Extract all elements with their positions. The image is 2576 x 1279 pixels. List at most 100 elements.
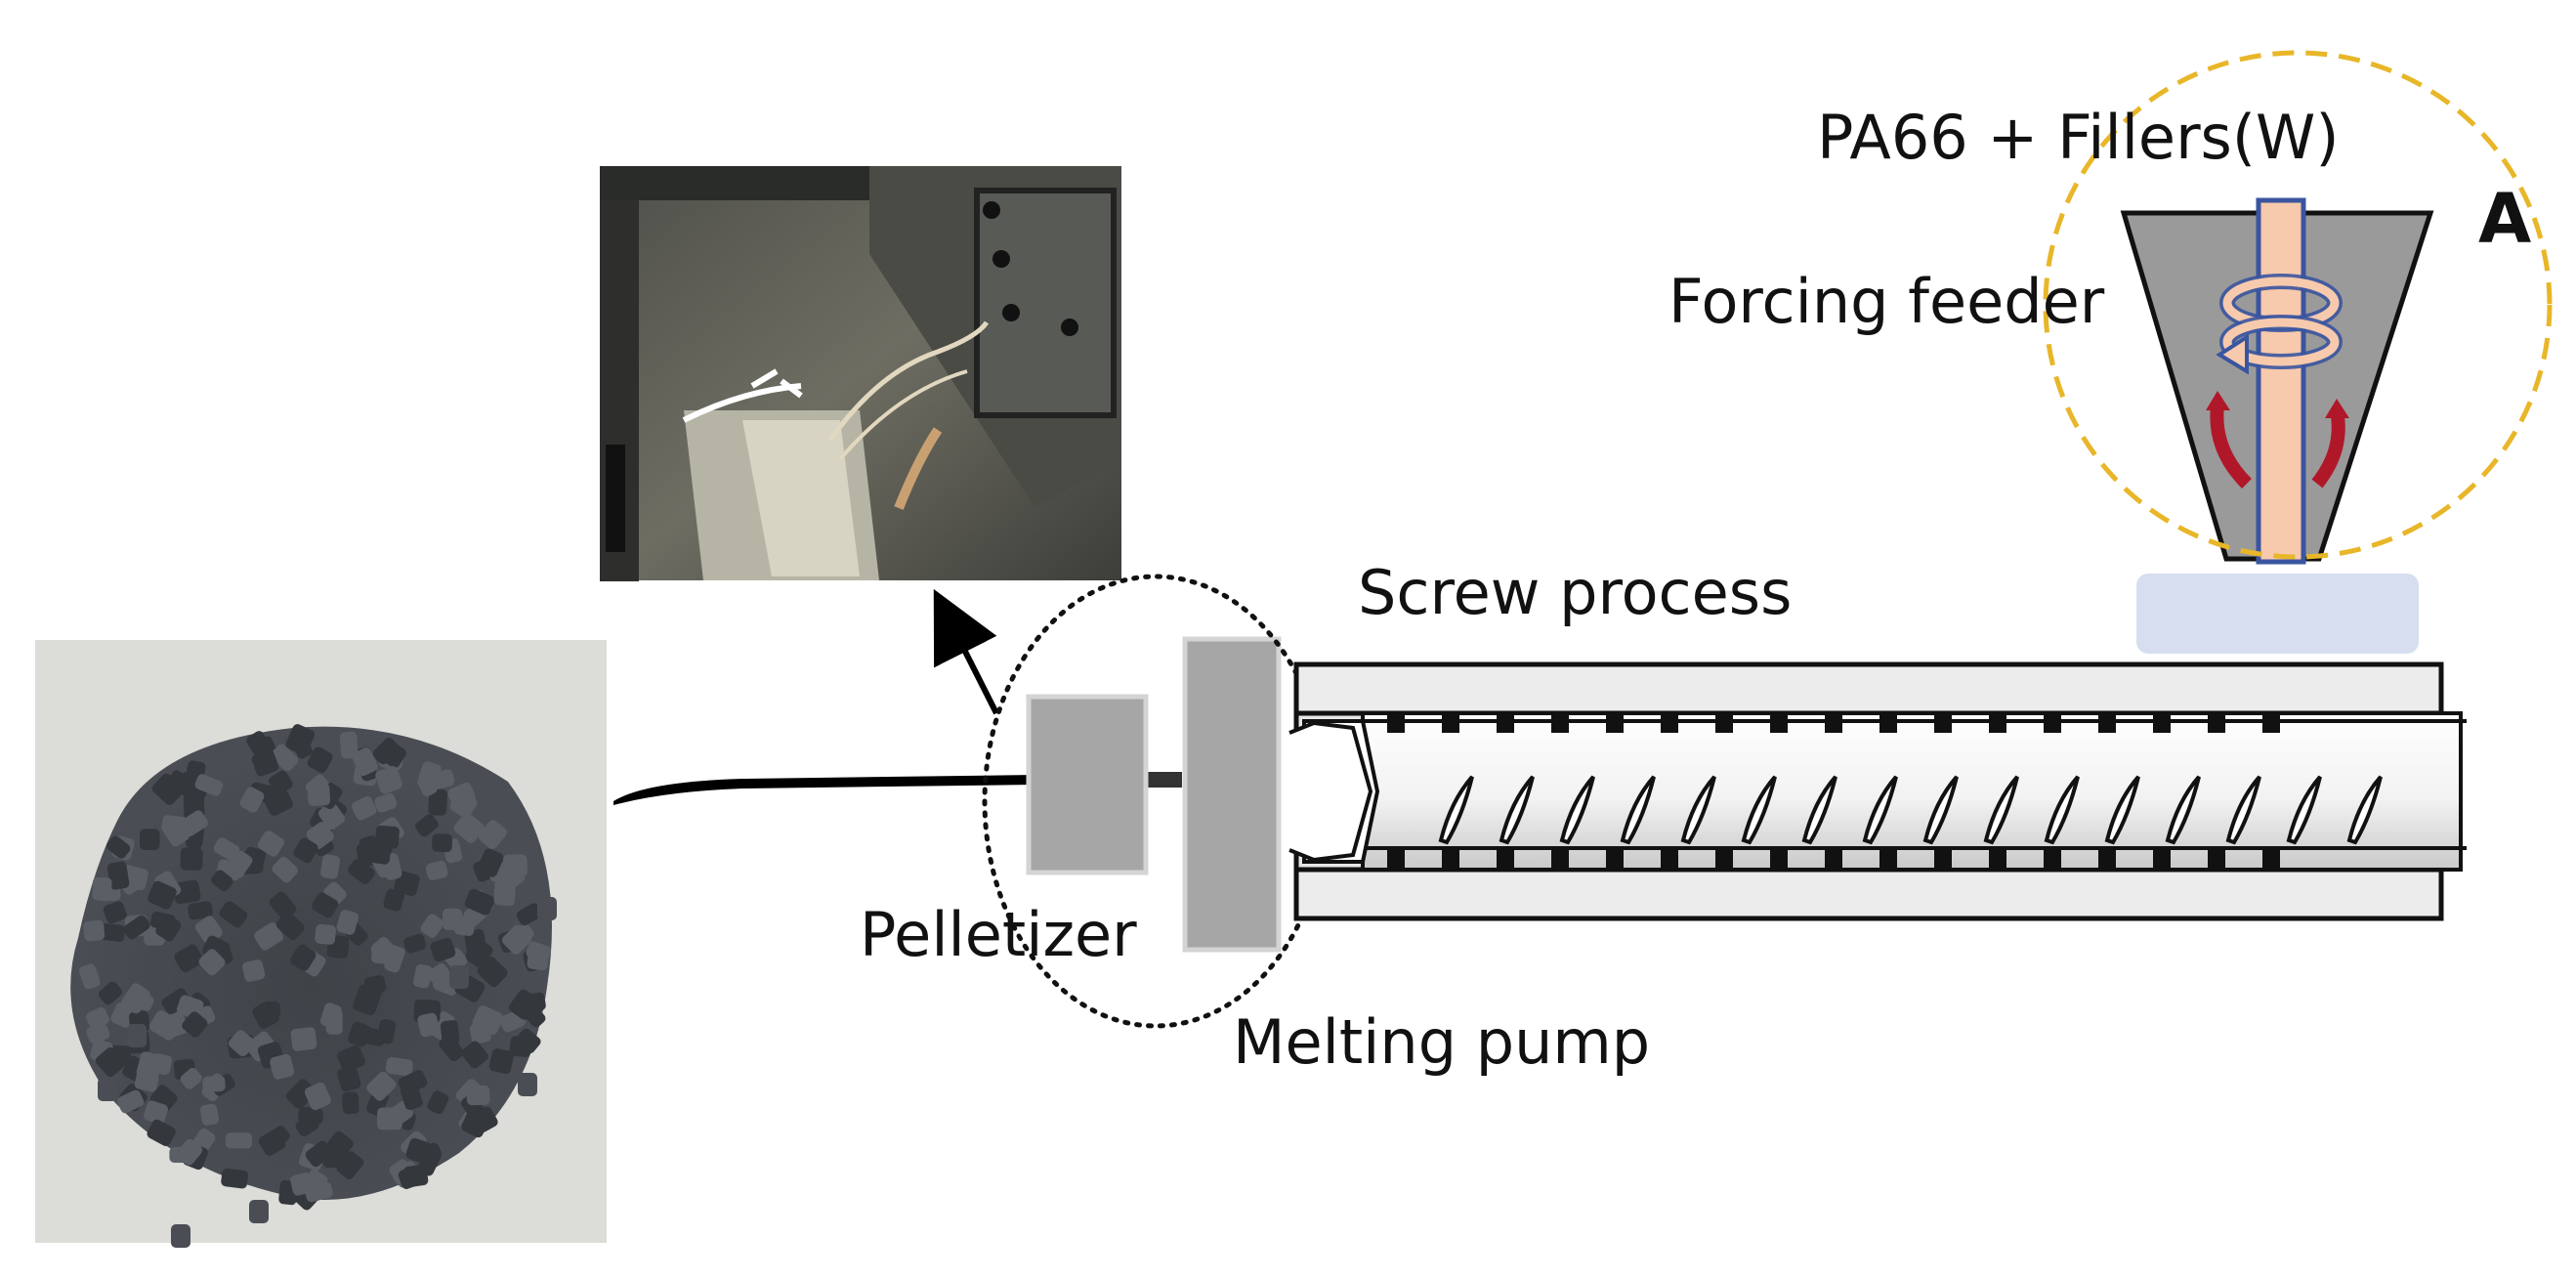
pellet [375, 825, 400, 849]
screw-flight [1620, 775, 1656, 845]
screw-flight [2346, 775, 2383, 845]
barrel-tooth [2153, 848, 2171, 870]
photo-pointer-arrow [933, 588, 999, 715]
feeder-detail-circle [2043, 50, 2553, 560]
pellet [103, 901, 127, 924]
pellet [151, 773, 185, 806]
pellet [398, 1070, 428, 1095]
pellet [428, 789, 448, 816]
barrel-tooth [2262, 848, 2280, 870]
melting-pump-label: Melting pump [1233, 1006, 1650, 1078]
barrel-tooth [1551, 848, 1569, 870]
material-label: PA66 + Fillers(W) [1817, 102, 2340, 173]
pellet [293, 837, 318, 864]
barrel-tooth [1715, 848, 1733, 870]
barrel-tooth [1551, 711, 1569, 733]
barrel-tooth [1715, 711, 1733, 733]
screw-flight [1559, 775, 1595, 845]
pellet [239, 787, 265, 813]
pellet [172, 879, 201, 905]
pellet [425, 860, 448, 880]
pellet [339, 731, 359, 759]
pellet [348, 1021, 371, 1047]
pellet [78, 963, 101, 990]
pellet [477, 956, 508, 988]
pellet [194, 774, 224, 796]
pellet [374, 792, 398, 813]
barrel-tooth [1661, 848, 1678, 870]
pellet [352, 796, 377, 821]
pellet [307, 783, 331, 806]
pellet [106, 835, 131, 859]
barrel-tooth [1825, 711, 1842, 733]
pellet [117, 1089, 145, 1114]
pellet [385, 1056, 413, 1077]
pellet [92, 876, 112, 901]
screw-flight-teeth [1387, 711, 2280, 870]
barrel-tooth [1387, 848, 1405, 870]
pellet [295, 1114, 319, 1137]
pellet [290, 1172, 314, 1196]
pellet [147, 1119, 176, 1146]
pellet [171, 1224, 190, 1248]
pellet [427, 962, 452, 988]
barrel-tooth [2044, 848, 2061, 870]
pellet [265, 789, 293, 816]
pellet [427, 1090, 449, 1115]
pellet [516, 903, 542, 926]
barrel-tooth [1497, 711, 1514, 733]
forcing-feeder-label: Forcing feeder [1668, 266, 2105, 337]
detail-marker-label: A [2478, 179, 2531, 259]
pellet [464, 888, 495, 916]
screw-flight [1680, 775, 1716, 845]
pellet [447, 782, 476, 808]
pellet [518, 1073, 537, 1096]
barrel-tooth [1442, 848, 1459, 870]
pellet [453, 812, 485, 843]
barrel-tooth [1442, 711, 1459, 733]
pellet [312, 892, 339, 918]
barrel-tooth [1989, 848, 2006, 870]
pellet [376, 1019, 397, 1045]
pellet [320, 854, 341, 879]
pellet [439, 1035, 464, 1062]
screw-flight [1741, 775, 1777, 845]
barrel-tooth [1989, 711, 2006, 733]
barrel-tooth [1387, 711, 1405, 733]
hopper-inlet [2136, 574, 2419, 654]
barrel-tooth [1934, 711, 1952, 733]
pellet [337, 1065, 361, 1092]
pelletizer-label: Pelletizer [860, 899, 1137, 970]
pellet [512, 923, 534, 946]
pellet [174, 944, 204, 973]
pellet [180, 847, 203, 871]
pellet [199, 1103, 220, 1126]
pellet [443, 908, 462, 930]
pellet [246, 731, 273, 759]
pellet [317, 802, 346, 831]
pellet [337, 1045, 365, 1073]
pellet [249, 1200, 269, 1223]
pellet [86, 1022, 110, 1044]
barrel-tooth [2098, 711, 2116, 733]
pellet [359, 835, 380, 859]
barrel-tooth [1879, 711, 1897, 733]
pellet [315, 923, 336, 945]
pellet [402, 1164, 429, 1188]
pellet [198, 949, 226, 976]
pellet [526, 941, 551, 962]
pellet [521, 992, 546, 1013]
pellet [148, 880, 177, 910]
pellet [472, 1005, 504, 1035]
pellet [269, 891, 297, 920]
pellet [167, 770, 195, 796]
melting-pump-block [1182, 636, 1282, 953]
pellet [134, 1070, 159, 1092]
pellet [128, 990, 154, 1011]
pellet [106, 861, 130, 890]
pellet [95, 1046, 125, 1078]
pellet [394, 871, 420, 897]
pellet [123, 915, 150, 940]
pellet [515, 1028, 541, 1054]
pellet [269, 770, 293, 795]
